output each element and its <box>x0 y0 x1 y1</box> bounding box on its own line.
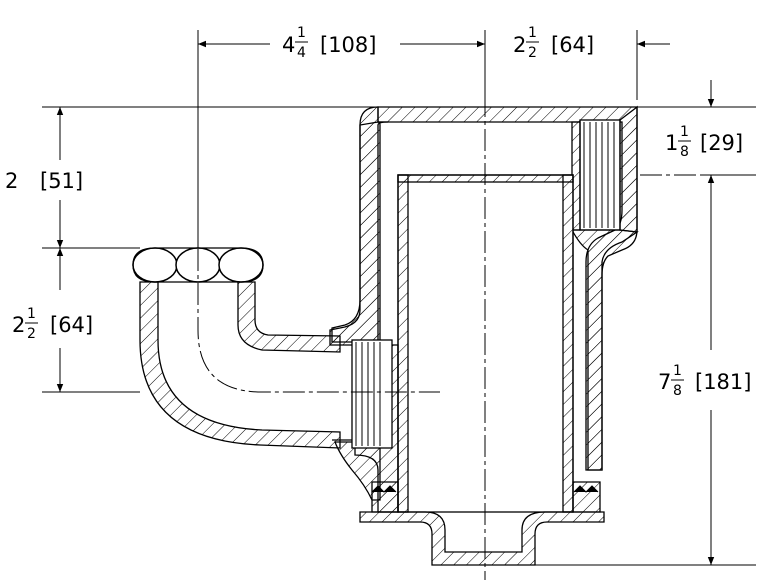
svg-text:[51]: [51] <box>40 169 83 193</box>
dim-right-upper: 1 1 8 [29] <box>665 124 743 160</box>
pipe-opening-right <box>218 247 264 283</box>
svg-text:8: 8 <box>680 144 689 160</box>
dim-top-left: 4 1 4 [108] <box>282 25 376 61</box>
svg-text:1: 1 <box>27 306 36 322</box>
svg-text:2: 2 <box>5 169 18 193</box>
elbow-pipe <box>132 215 440 449</box>
svg-text:4: 4 <box>282 33 295 57</box>
svg-text:1: 1 <box>673 363 682 379</box>
svg-text:[181]: [181] <box>695 370 751 394</box>
svg-text:1: 1 <box>528 25 537 41</box>
svg-text:1: 1 <box>297 25 306 41</box>
dim-left-lower: 2 1 2 [64] <box>12 306 93 342</box>
svg-text:2: 2 <box>528 45 537 61</box>
inlet-hub <box>332 339 399 513</box>
svg-text:1: 1 <box>680 124 689 140</box>
svg-text:[64]: [64] <box>50 313 93 337</box>
svg-text:2: 2 <box>12 313 25 337</box>
svg-text:1: 1 <box>665 131 678 155</box>
dim-left-upper: 2 [51] <box>5 169 83 193</box>
svg-text:2: 2 <box>513 33 526 57</box>
svg-text:[108]: [108] <box>320 33 376 57</box>
svg-text:[29]: [29] <box>700 131 743 155</box>
svg-text:[64]: [64] <box>551 33 594 57</box>
svg-text:2: 2 <box>27 326 36 342</box>
dim-top-right: 2 1 2 [64] <box>513 25 594 61</box>
trap-body <box>329 105 639 471</box>
svg-text:8: 8 <box>673 383 682 399</box>
dimension-lines <box>42 30 756 566</box>
dim-right-lower: 7 1 8 [181] <box>658 363 751 399</box>
pipe-opening-left <box>132 247 178 283</box>
svg-text:4: 4 <box>297 45 306 61</box>
svg-text:7: 7 <box>658 370 671 394</box>
